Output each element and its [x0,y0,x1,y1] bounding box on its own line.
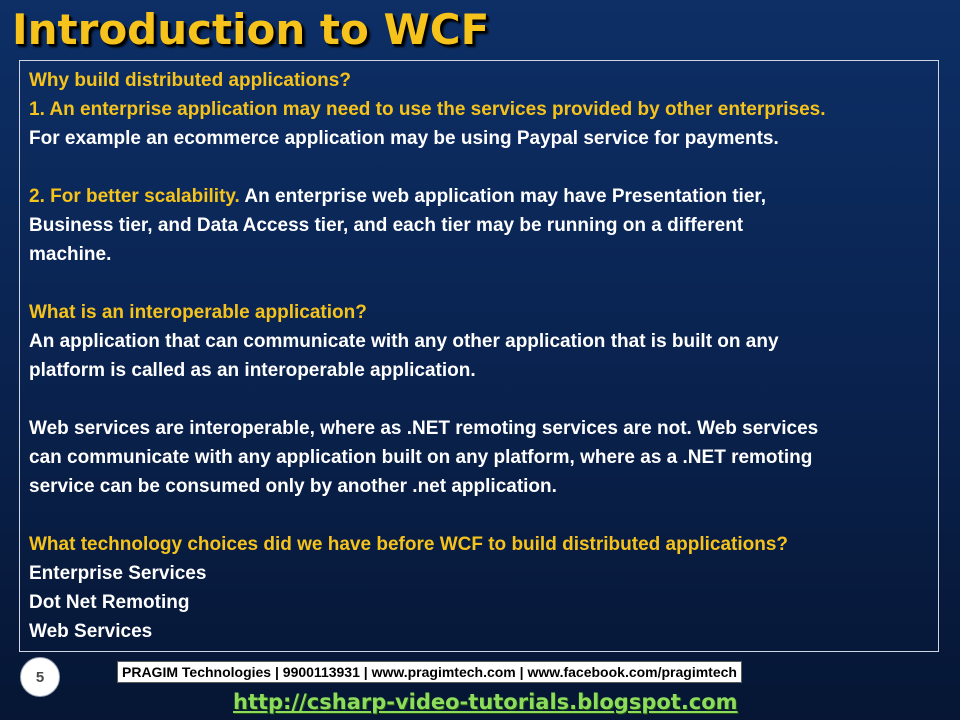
choice-item: Web Services [29,621,153,642]
choice-item: Enterprise Services [29,563,207,584]
reason-2-lead: 2. For better scalability. [29,186,240,207]
spacer [29,269,930,298]
answer-interoperable-line-1: An application that can communicate with… [29,331,779,352]
reason-2-line-1: 2. For better scalability. An enterprise… [29,182,930,211]
slide-number-badge: 5 [20,657,60,697]
reason-2-line-2: Business tier, and Data Access tier, and… [29,215,744,236]
web-services-line-1: Web services are interoperable, where as… [29,418,819,439]
spacer [29,153,930,182]
company-footer: PRAGIM Technologies | 9900113931 | www.p… [117,661,742,683]
web-services-line-3: service can be consumed only by another … [29,476,557,497]
choice-item: Dot Net Remoting [29,592,190,613]
spacer [29,501,930,530]
question-interoperable: What is an interoperable application? [29,302,367,323]
spacer [29,385,930,414]
reason-1-line-1: 1. An enterprise application may need to… [29,99,826,120]
reason-1-line-2: For example an ecommerce application may… [29,128,779,149]
reason-2-line-3: machine. [29,244,112,265]
answer-interoperable-line-2: platform is called as an interoperable a… [29,360,476,381]
question-technology-choices: What technology choices did we have befo… [29,534,788,555]
slide-title: Introduction to WCF [12,5,490,54]
content-box: Why build distributed applications? 1. A… [19,60,939,652]
question-distributed: Why build distributed applications? [29,70,351,91]
web-services-line-2: can communicate with any application bui… [29,447,813,468]
blog-link[interactable]: http://csharp-video-tutorials.blogspot.c… [233,690,738,714]
reason-2-rest: An enterprise web application may have P… [239,186,767,207]
